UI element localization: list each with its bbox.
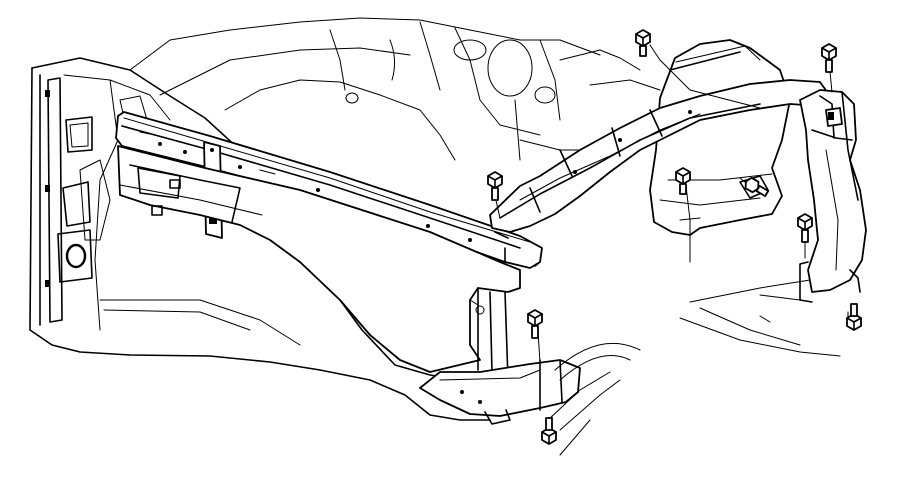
deflector-shield (649, 39, 791, 236)
bolt-lower-right (846, 303, 862, 331)
right-side-radiator-support-bracket (799, 89, 867, 303)
ground-reference-lines (547, 279, 841, 456)
fender-inner-panel (29, 57, 491, 421)
left-side-radiator-support-rail (117, 145, 581, 425)
bolt-top-right (821, 43, 837, 73)
bolt-bottom (541, 417, 557, 445)
bolt-lower-left (527, 309, 543, 339)
bolt-top-center (635, 29, 651, 57)
bolt-deflector (675, 167, 691, 195)
bolt-right-mid (797, 213, 813, 243)
flange-bolts (487, 29, 862, 445)
bolt-angled-shield (744, 176, 770, 197)
bolt-upper-left (487, 171, 503, 201)
